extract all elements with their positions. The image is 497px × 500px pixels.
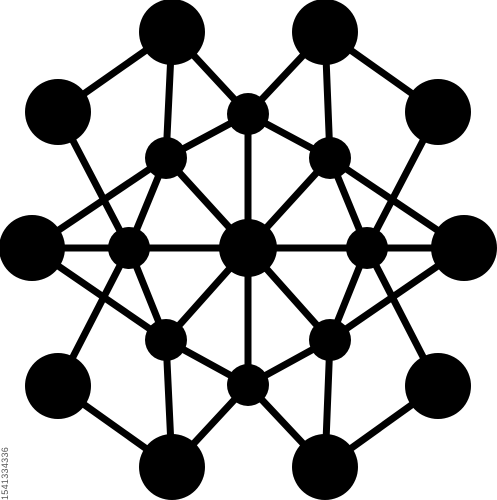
- node-outer-bottom-left: [139, 434, 205, 500]
- node-outer-lower-right: [405, 353, 471, 419]
- node-outer-upper-left: [25, 79, 91, 145]
- node-inner-upper-left: [145, 137, 187, 179]
- stock-id-watermark: 1541334336: [0, 446, 10, 500]
- node-inner-left: [108, 227, 150, 269]
- node-outer-upper-right: [405, 79, 471, 145]
- node-inner-upper-right: [309, 137, 351, 179]
- node-inner-right: [346, 227, 388, 269]
- node-outer-right: [431, 215, 497, 281]
- node-outer-top-left: [139, 0, 205, 65]
- node-inner-lower-right: [309, 319, 351, 361]
- node-hub-bottom: [227, 364, 269, 406]
- node-outer-lower-left: [25, 353, 91, 419]
- node-center: [219, 219, 277, 277]
- node-hub-top: [227, 93, 269, 135]
- node-outer-bottom-right: [292, 434, 358, 500]
- node-inner-lower-left: [145, 319, 187, 361]
- node-outer-top-right: [292, 0, 358, 65]
- node-outer-left: [0, 215, 65, 281]
